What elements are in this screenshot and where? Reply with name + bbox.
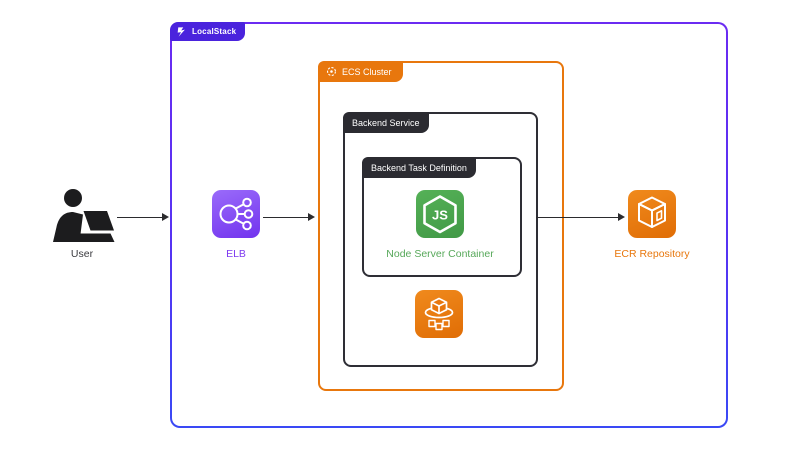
elb-label: ELB — [226, 248, 246, 260]
ecs-cluster-tab: ECS Cluster — [318, 61, 403, 82]
localstack-logo-icon — [177, 26, 187, 37]
backend-service-tab-label: Backend Service — [352, 117, 420, 128]
localstack-tab-label: LocalStack — [192, 27, 237, 36]
ecr-repository-icon — [628, 190, 676, 238]
ecr-repository-label: ECR Repository — [614, 248, 690, 260]
localstack-tab: LocalStack — [170, 22, 246, 41]
elb-icon — [212, 190, 260, 238]
ecs-cluster-icon — [326, 66, 337, 77]
backend-service-group-box — [343, 112, 538, 367]
arrow-backend-service-to-ecr — [536, 213, 625, 222]
arrow-user-to-localstack — [117, 213, 169, 222]
ecs-cluster-tab-label: ECS Cluster — [342, 66, 392, 77]
user-label: User — [70, 248, 94, 260]
task-definition-tab-label: Backend Task Definition — [371, 162, 467, 173]
nodejs-icon: JS — [416, 190, 464, 238]
ecs-service-icon — [415, 290, 463, 338]
nodejs-icon-text: JS — [432, 208, 448, 223]
backend-service-tab: Backend Service — [343, 112, 429, 133]
arrow-elb-to-ecs-cluster — [263, 213, 315, 222]
ecs-cluster-group-box — [318, 61, 564, 391]
node-server-container-label: Node Server Container — [386, 248, 494, 260]
user-icon — [50, 188, 116, 246]
task-definition-tab: Backend Task Definition — [362, 157, 476, 178]
